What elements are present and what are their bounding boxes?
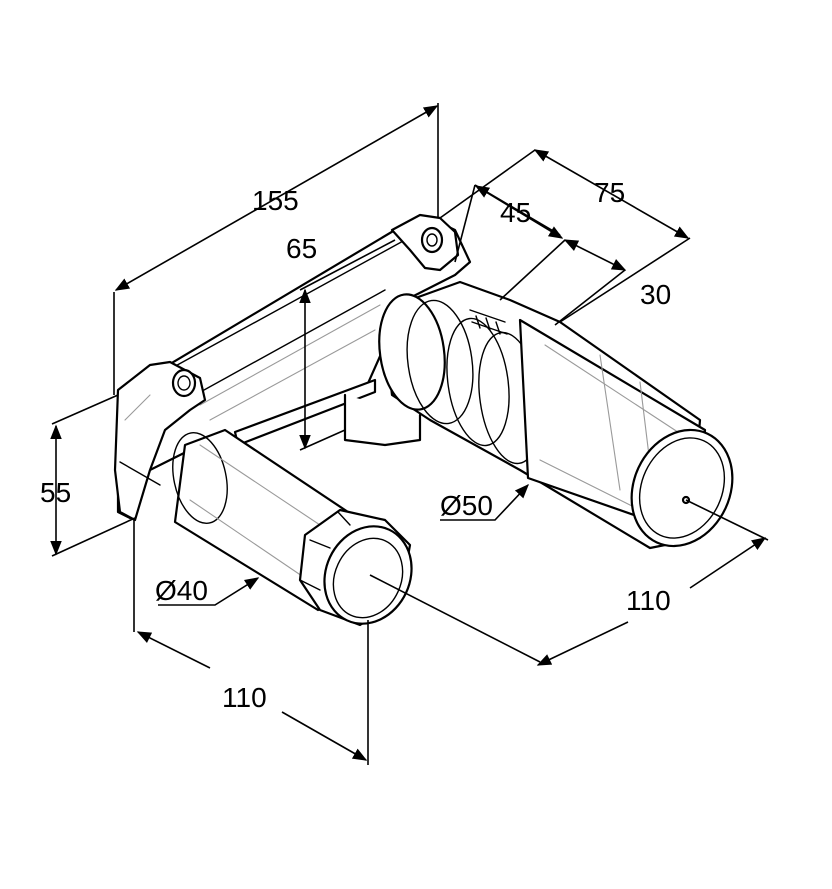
dimension-label: 65	[286, 233, 317, 264]
scale-marking	[469, 309, 508, 335]
dimension-label: 45	[500, 197, 531, 228]
dimension-110-small-outlet: 110	[133, 518, 369, 765]
small-outlet-cylinder	[172, 428, 413, 627]
dimension-label: 30	[640, 279, 671, 310]
dimension-55: 55	[40, 394, 136, 557]
dimension-110-large-outlet: 110	[369, 499, 769, 666]
dimension-diameter-40: Ø40	[155, 575, 260, 606]
dimension-label: Ø50	[440, 490, 493, 521]
dimension-diameter-50: Ø50	[440, 483, 529, 521]
large-outlet-cylinder	[378, 280, 734, 550]
dimension-label: 110	[222, 682, 267, 713]
dimension-label: 75	[594, 177, 625, 208]
dimension-30: 30	[554, 239, 671, 326]
dimension-label: 110	[626, 585, 671, 616]
dimension-label: 155	[252, 185, 299, 216]
dimension-label: 55	[40, 477, 71, 508]
dimension-45: 45	[454, 184, 566, 301]
dimension-label: Ø40	[155, 575, 208, 606]
dimension-65: 65	[286, 233, 396, 451]
dimension-155: 155	[113, 103, 439, 395]
dimension-75: 75	[439, 149, 691, 323]
